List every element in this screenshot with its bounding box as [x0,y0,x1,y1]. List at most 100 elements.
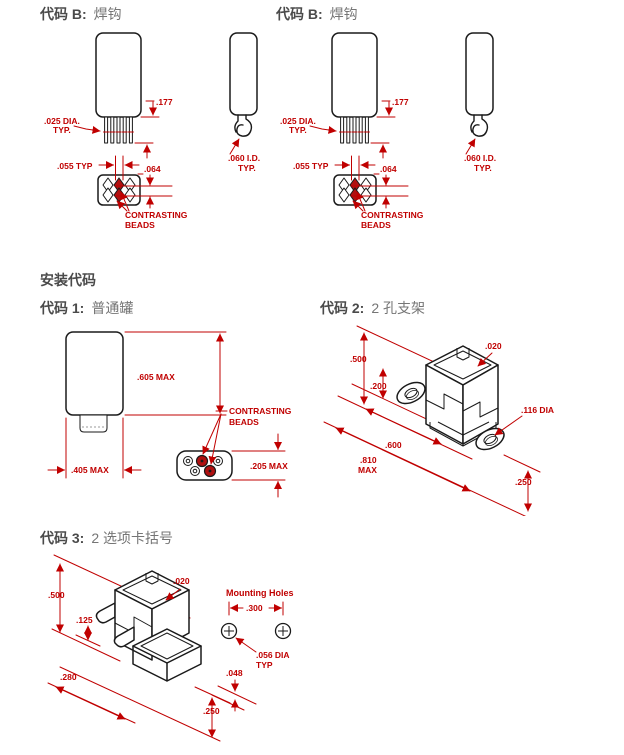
dim-label: .177 [392,97,409,107]
dim-hole-dia: .116 DIA [494,405,554,436]
dim-label: .116 DIA [521,405,554,415]
code-3-heading-code: 代码 3: [40,530,85,546]
dim-label: .060 I.D. [464,153,496,163]
dim-label: TYP. [53,125,71,135]
code-3-heading-name: 2 选项卡括号 [91,530,174,546]
dim-label: .500 [350,354,367,364]
dim-label: .600 [385,440,402,450]
dim-depth: .250 [515,470,532,512]
code-2-heading: 代码 2: 2 孔支架 [320,300,425,317]
code-b-block-1: 代码 B: 焊钩 .025 DIA. TYP. [40,6,280,242]
dim-label: TYP. [238,163,256,173]
dim-label: .064 [380,164,397,174]
dim-lead-dia: .025 DIA. TYP. [280,116,337,135]
dim-label: .055 TYP [293,161,329,171]
dim-label: .055 TYP [57,161,93,171]
code-b-drawing: .025 DIA. TYP. .177 .055 T [44,32,260,230]
dim-label: .405 MAX [71,465,109,475]
dim-label: .205 MAX [250,461,288,471]
dim-label: TYP. [289,125,307,135]
hook-side-view [229,32,258,137]
code-b-heading-name: 焊钩 [93,6,122,22]
dim-label: .250 [203,706,220,716]
dim-pitch: .055 TYP [293,155,376,181]
dim-height: .605 MAX [124,331,227,416]
dim-thickness: .020 [477,341,502,367]
code-b-heading: 代码 B: 焊钩 [276,6,358,23]
code-b-heading-name: 焊钩 [329,6,358,22]
dim-width: .405 MAX [47,417,142,479]
code-b-block-2: 代码 B: 焊钩 .025 DIA. TYP. [276,6,516,242]
hook-side-view [465,32,494,137]
dim-label: CONTRASTING [229,406,292,416]
dim-label: .810 [360,455,377,465]
dim-label: .048 [226,668,243,678]
bracket-body [95,570,202,682]
dim-label: .605 MAX [137,372,175,382]
dim-label: MAX [358,465,377,475]
code-b-heading-code: 代码 B: [40,6,87,22]
dim-width: .280 [55,672,126,720]
dim-hook-id: .060 I.D. TYP. [228,138,260,173]
dim-label: .056 DIA [256,650,290,660]
dim-label: TYP [256,660,273,670]
code-1-drawing: .605 MAX .405 MAX CONTRASTING BEADS .2 [47,331,292,498]
dim-label: .125 [76,615,93,625]
code-b-heading: 代码 B: 焊钩 [40,6,122,23]
dim-thickness: .020 [165,576,190,601]
code-3-heading: 代码 3: 2 选项卡括号 [40,530,173,547]
dim-label: .250 [515,477,532,487]
code-b-heading-code: 代码 B: [276,6,323,22]
dim-label: CONTRASTING [361,210,424,220]
dim-label: CONTRASTING [125,210,188,220]
dim-label: .020 [173,576,190,586]
dim-label: TYP. [474,163,492,173]
dim-hook-id: .060 I.D. TYP. [464,138,496,173]
can-front-view [331,32,378,144]
dim-height: .500 [48,563,65,633]
dim-label: .280 [60,672,77,682]
mounting-holes-label: Mounting Holes [226,588,294,598]
dim-label: BEADS [229,417,259,427]
dim-tab-width: .048 [226,668,243,712]
code-1-heading-code: 代码 1: [40,300,85,316]
code-1-heading: 代码 1: 普通罐 [40,300,133,317]
dim-height: .500 [350,332,368,405]
dim-width: .810 MAX [335,427,471,492]
contrasting-beads-label: CONTRASTING BEADS [116,191,188,230]
code-2-heading-code: 代码 2: [320,300,365,316]
dim-label: BEADS [361,220,391,230]
dim-label: .500 [48,590,65,600]
can-bottom-view [176,450,233,481]
code-2-drawing: .500 .200 .020 .116 DIA .600 .810 MAX .2… [323,325,554,516]
contrasting-beads-label: CONTRASTING BEADS [352,191,424,230]
dim-label: .025 DIA. [280,116,316,126]
code-b-drawing: .025 DIA. TYP. .177 .055 T [280,32,496,230]
can-bottom-view [97,174,141,206]
dim-label: .200 [370,381,387,391]
dim-offset: .200 [370,368,387,399]
dim-depth: .250 [194,686,231,738]
contrasting-beads-label: CONTRASTING BEADS [202,406,292,465]
mounting-holes: Mounting Holes .300 .056 DIA TYP [220,588,294,670]
can-front-view [95,32,142,144]
code-1-heading-name: 普通罐 [91,300,134,316]
dim-lead-length: .177 [134,97,173,159]
mounting-codes-heading: 安装代码 [40,272,96,289]
dim-tab-offset: .125 [75,615,101,647]
dim-pitch: .055 TYP [57,155,140,181]
dim-depth: .205 MAX [231,433,288,498]
bracket-body [396,345,505,451]
code-2-heading-name: 2 孔支架 [371,300,426,316]
dim-label: .177 [156,97,173,107]
dim-lead-dia: .025 DIA. TYP. [44,116,101,135]
mounting-codes-heading-text: 安装代码 [40,272,96,288]
dim-label: .300 [246,603,263,613]
dim-label: .020 [485,341,502,351]
dim-label: .025 DIA. [44,116,80,126]
dim-lead-length: .177 [370,97,409,159]
dim-label: .060 I.D. [228,153,260,163]
dim-label: BEADS [125,220,155,230]
can-bottom-view [333,174,377,206]
